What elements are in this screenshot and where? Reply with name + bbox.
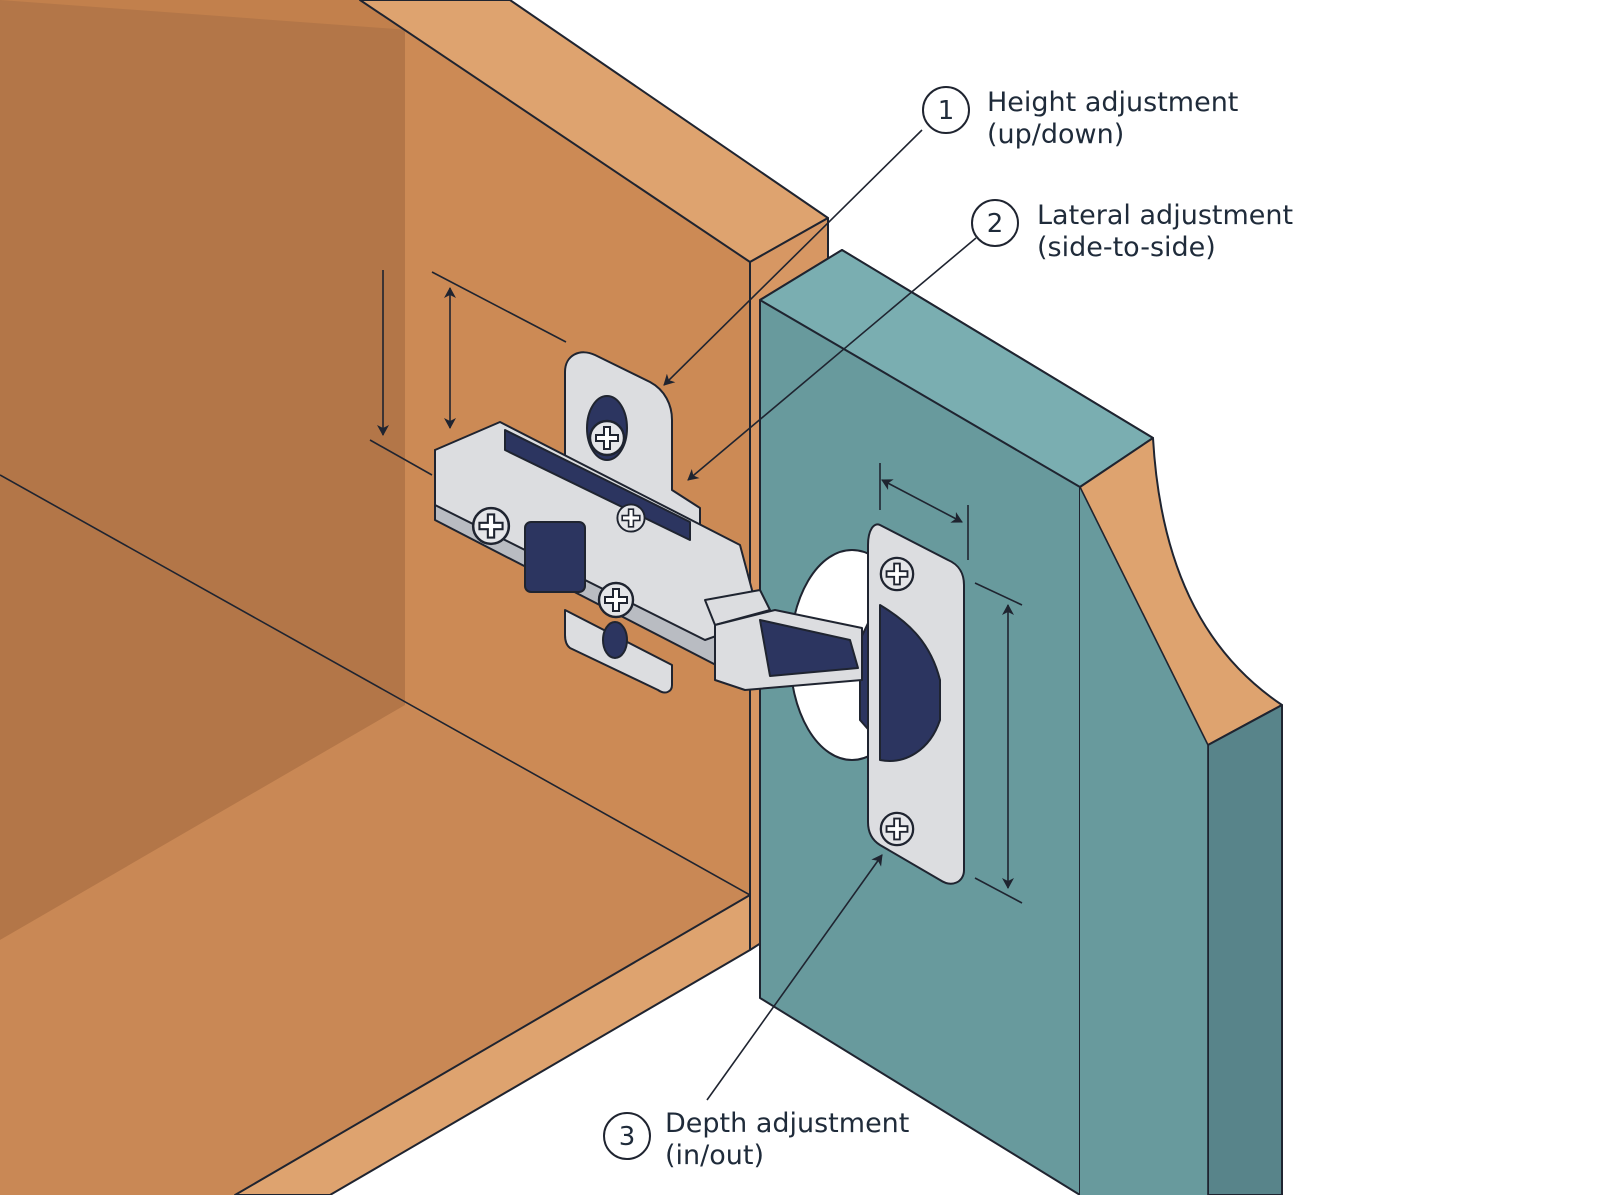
callout-height: 1 Height adjustment (up/down): [922, 86, 1238, 150]
door-side-edge: [1207, 704, 1283, 1195]
cabinet: [0, 0, 829, 1195]
callout-badge-icon: [971, 199, 1019, 247]
callout-title: Lateral adjustment: [1037, 200, 1293, 231]
callout-subtitle: (side-to-side): [1037, 232, 1216, 263]
leader-height: [663, 129, 923, 386]
screw-icon: [588, 419, 626, 457]
screw-icon: [471, 506, 511, 546]
hinge-arm: [434, 351, 863, 694]
cabinet-door: [759, 249, 1283, 1195]
leader-lateral: [687, 237, 977, 481]
callout-number: 3: [619, 1122, 636, 1152]
callout-number: 1: [938, 96, 955, 126]
callout-depth: 3 Depth adjustment (in/out): [603, 1108, 909, 1171]
callout-title: Depth adjustment: [665, 1108, 909, 1139]
callout-number: 2: [987, 209, 1004, 239]
screw-icon: [616, 503, 646, 533]
callout-badge-icon: [603, 1112, 651, 1160]
cabinet-interior-shadow: [0, 0, 410, 940]
callout-subtitle: (in/out): [665, 1140, 764, 1171]
leader-depth: [706, 854, 883, 1101]
callout-badge-icon: [922, 86, 970, 134]
callout-subtitle: (up/down): [987, 119, 1124, 150]
callout-title: Height adjustment: [987, 87, 1238, 118]
dimension-arrow-icon: [881, 479, 963, 523]
screw-icon: [879, 556, 915, 592]
callout-lateral: 2 Lateral adjustment (side-to-side): [971, 199, 1293, 263]
leader-lines: [663, 129, 977, 1101]
cabinet-bottom-shelf: [0, 705, 750, 1195]
screw-icon: [597, 581, 635, 619]
door-lower-face: [1080, 487, 1208, 1195]
screw-icon: [879, 811, 915, 847]
dimension-lines: [369, 270, 1023, 904]
